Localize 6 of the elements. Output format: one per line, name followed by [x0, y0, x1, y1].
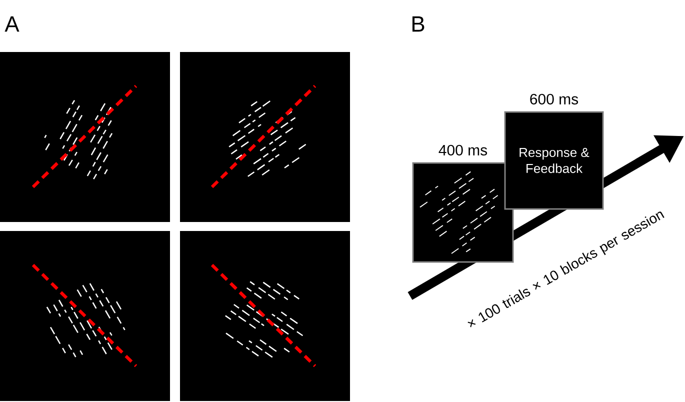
stimulus-box — [412, 162, 514, 263]
panel-letter: A — [4, 16, 20, 32]
duration-label: 400 ms — [438, 144, 488, 156]
response-box: Response & Feedback — [504, 111, 604, 210]
panel-letter: B — [412, 16, 424, 32]
duration-label: 600 ms — [530, 94, 578, 104]
